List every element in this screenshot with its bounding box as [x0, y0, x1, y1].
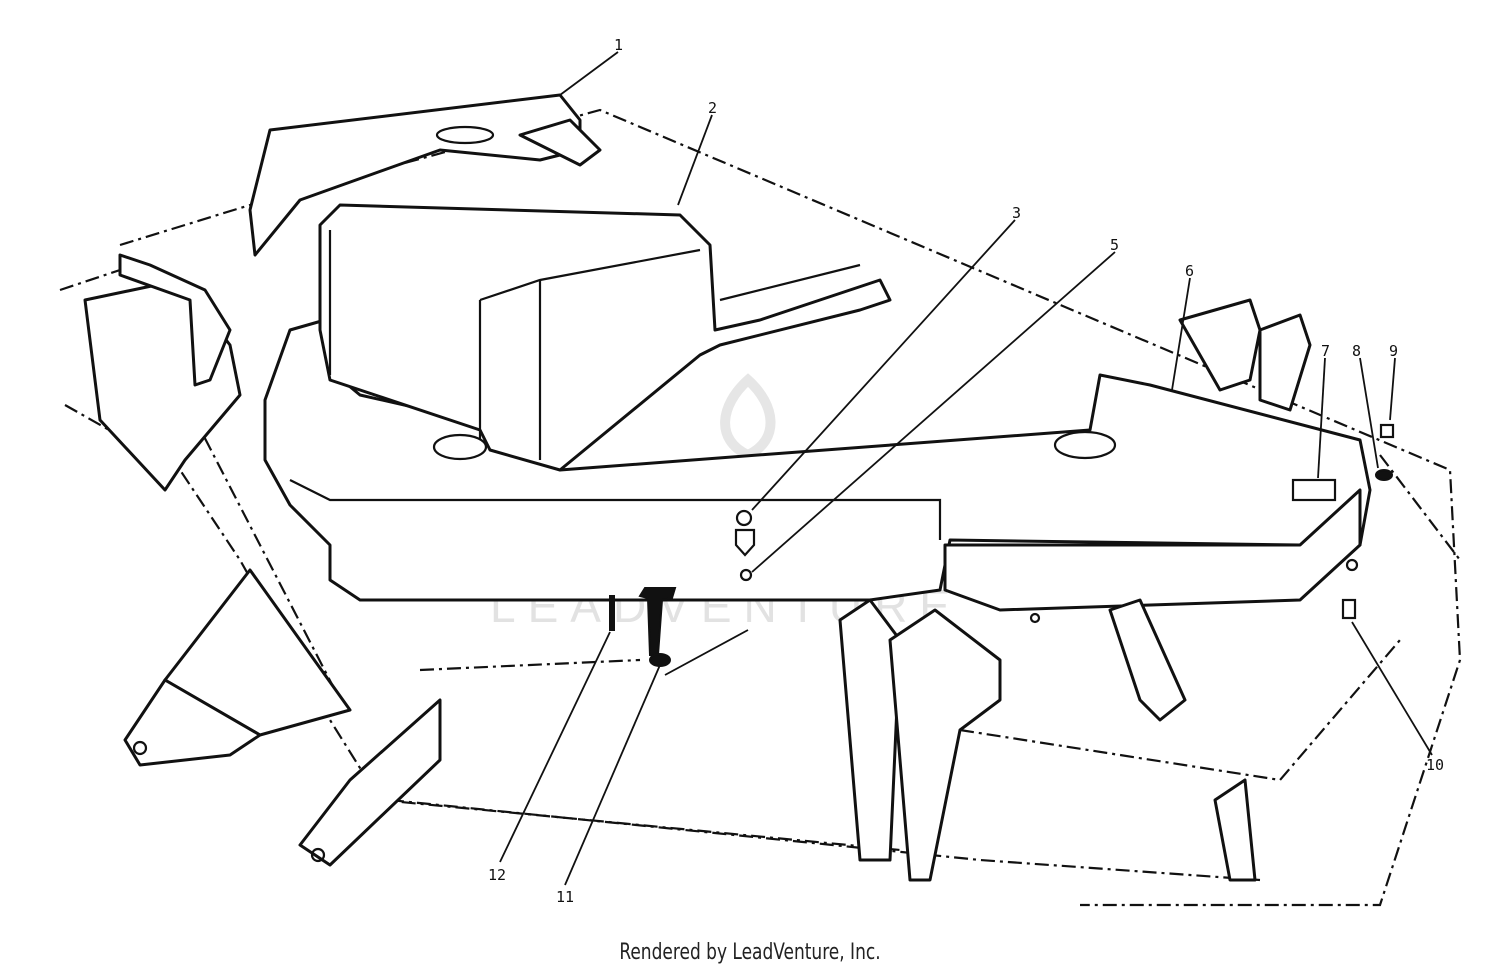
part-12-pin	[609, 595, 615, 631]
callout-1: 1	[614, 36, 623, 54]
front-deck-fins	[838, 598, 1257, 882]
footer-credit: Rendered by LeadVenture, Inc.	[619, 940, 881, 965]
callout-8: 8	[1352, 342, 1361, 360]
callout-11: 11	[556, 888, 574, 906]
callout-7: 7	[1321, 342, 1330, 360]
fasteners	[609, 423, 1395, 667]
callout-12: 12	[488, 866, 506, 884]
deck-right-step	[943, 298, 1362, 624]
part-11-knob-base	[649, 653, 671, 667]
callout-5: 5	[1110, 236, 1119, 254]
hitch-hole-right	[310, 847, 326, 863]
part-4-clip	[734, 528, 756, 557]
part-1-belt-shield	[248, 93, 602, 257]
part-10-nut	[1341, 598, 1357, 620]
hitch-hole-left	[132, 740, 148, 756]
callout-3: 3	[1012, 204, 1021, 222]
part-5-washer	[739, 568, 753, 582]
decal-plate	[1291, 478, 1337, 502]
part-8-washer	[1375, 469, 1393, 481]
left-side-brackets	[83, 253, 442, 867]
callout-numbers: 1 2 3 5 6 7 8 9 10 11 12	[488, 36, 1444, 906]
spindle-opening-left	[432, 433, 488, 461]
callout-6: 6	[1185, 262, 1194, 280]
callout-9: 9	[1389, 342, 1398, 360]
spindle-opening-right	[1053, 430, 1117, 460]
part-9-bolt	[1379, 423, 1395, 439]
callout-10: 10	[1426, 756, 1444, 774]
part-3-nut	[735, 509, 753, 527]
part-2-center-cover	[318, 203, 892, 472]
callout-2: 2	[708, 99, 717, 117]
callout-leaders	[499, 51, 1433, 886]
